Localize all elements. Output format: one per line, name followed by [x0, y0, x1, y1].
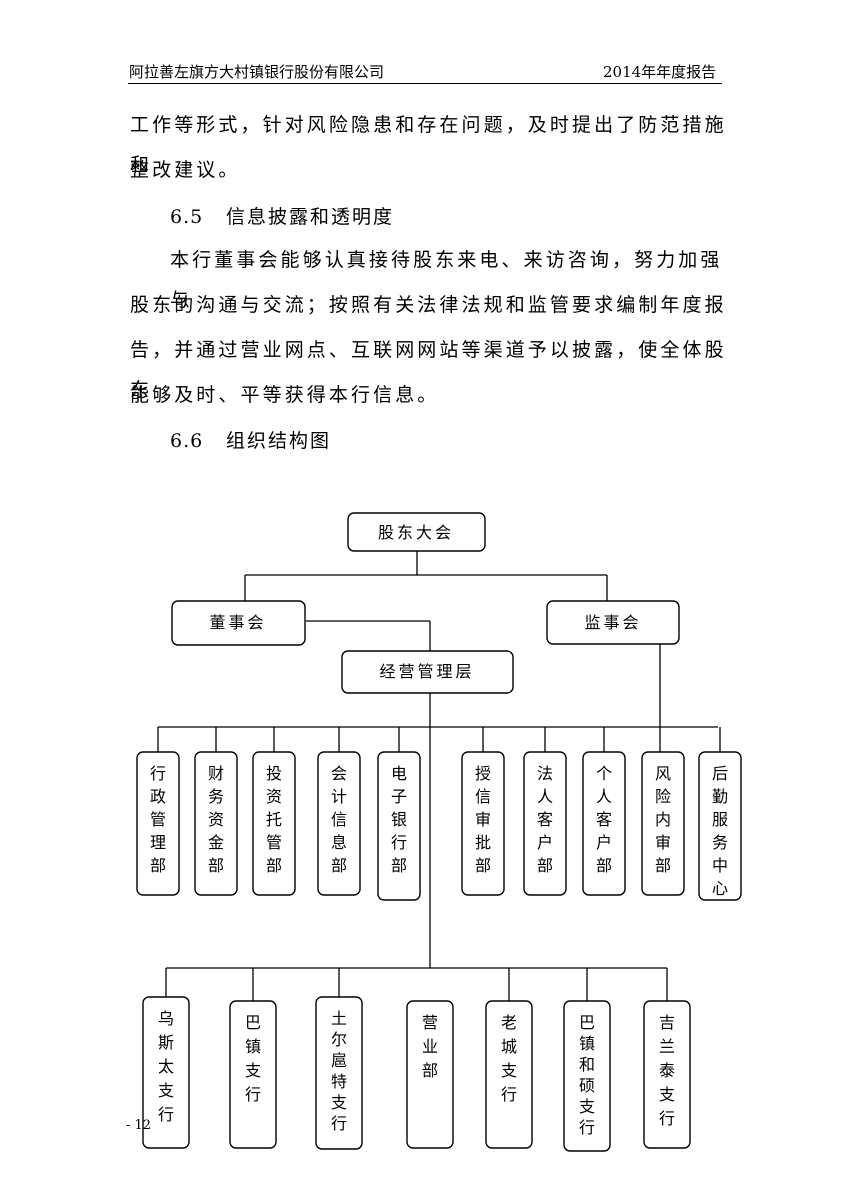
- org-node-shareholders: 股东大会: [347, 512, 486, 552]
- org-node-frame: [582, 751, 626, 896]
- section-title: 信息披露和透明度: [226, 206, 395, 228]
- org-node-label: 老城支行: [501, 1013, 517, 1104]
- org-node-frame: [252, 751, 296, 896]
- org-node-label: 授信审批部: [475, 764, 491, 875]
- org-node-label: 法人客户部: [537, 764, 553, 875]
- org-node-management: 经营管理层: [341, 650, 514, 694]
- org-departments-row: 行政管理部 财务资金部 投资托管部 会计信息部 电子银行部 授信审批部 法人客户部 个人客户部…: [136, 727, 742, 901]
- paragraph-2-line-3: 告，并通过营业网点、互联网网站等渠道予以披露，使全体股东: [130, 339, 727, 401]
- org-node-label: 会计信息部: [331, 764, 347, 875]
- paragraph-1-line-2: 整改建议。: [130, 159, 241, 181]
- header-company-name: 阿拉善左旗方大村镇银行股份有限公司: [129, 63, 385, 81]
- org-branch-5: 老城支行: [485, 968, 533, 1149]
- org-node-frame: [406, 1000, 454, 1149]
- page-number: - 12: [126, 1118, 152, 1133]
- org-node-frame: [641, 751, 685, 896]
- org-branch-6: 巴镇和硕支行: [563, 968, 611, 1152]
- org-branches-row: 乌斯太支行 巴镇支行 土尔扈特支行 营业部 老城支行 巴镇和硕支行 吉兰泰支行: [142, 968, 691, 1152]
- paragraph-1-line-1: 工作等形式，针对风险隐患和存在问题，及时提出了防范措施和: [130, 114, 727, 176]
- section-title: 组织结构图: [226, 430, 332, 452]
- org-node-label: 董事会: [209, 613, 266, 632]
- section-6-6-heading: 6.6 组织结构图: [170, 426, 331, 453]
- org-node-frame: [229, 1000, 277, 1149]
- org-node-label: 股东大会: [378, 523, 454, 542]
- header-divider: [128, 83, 722, 84]
- org-node-label: 投资托管部: [266, 764, 282, 875]
- org-node-label: 吉兰泰支行: [659, 1013, 675, 1128]
- org-node-frame: [461, 751, 505, 896]
- org-department-8: 个人客户部: [582, 727, 626, 896]
- paragraph-2-line-2: 股东的沟通与交流；按照有关法律法规和监管要求编制年度报: [130, 294, 727, 316]
- org-node-frame: [142, 996, 190, 1149]
- org-node-label: 土尔扈特支行: [331, 1009, 347, 1133]
- org-node-label: 电子银行部: [391, 764, 407, 875]
- org-node-label: 个人客户部: [596, 764, 612, 875]
- org-node-label: 经营管理层: [379, 662, 474, 681]
- org-node-frame: [377, 751, 421, 901]
- org-branch-1: 乌斯太支行: [142, 968, 190, 1149]
- paragraph-2-line-1: 本行董事会能够认真接待股东来电、来访咨询，努力加强与: [170, 249, 723, 311]
- org-node-supervisors: 监事会: [546, 600, 680, 645]
- org-node-frame: [317, 751, 361, 896]
- org-node-label: 监事会: [584, 613, 641, 632]
- org-node-label: 财务资金部: [208, 764, 224, 875]
- org-node-frame: [315, 996, 363, 1150]
- org-department-2: 财务资金部: [194, 727, 238, 896]
- org-node-label: 巴镇和硕支行: [579, 1013, 595, 1137]
- org-node-label: 后勤服务中心: [712, 764, 728, 898]
- org-node-frame: [136, 751, 180, 896]
- section-6-5-heading: 6.5 信息披露和透明度: [170, 202, 394, 229]
- org-department-4: 会计信息部: [317, 727, 361, 896]
- org-node-frame: [698, 751, 742, 901]
- org-node-label: 风险内审部: [655, 764, 671, 875]
- org-node-frame: [485, 1000, 533, 1149]
- org-branch-3: 土尔扈特支行: [315, 968, 363, 1150]
- org-department-5: 电子银行部: [377, 727, 421, 901]
- org-node-label: 乌斯太支行: [158, 1009, 174, 1124]
- section-number: 6.6: [170, 430, 204, 452]
- header-report-title: 2014年年度报告: [603, 63, 717, 81]
- org-department-10: 后勤服务中心: [698, 727, 742, 901]
- org-node-board: 董事会: [171, 600, 306, 646]
- org-department-3: 投资托管部: [252, 727, 296, 896]
- org-node-frame: [563, 1000, 611, 1152]
- paragraph-2-line-4: 能够及时、平等获得本行信息。: [130, 384, 440, 406]
- org-node-frame: [643, 1000, 691, 1149]
- org-department-9: 风险内审部: [641, 751, 685, 896]
- org-connectors: [158, 551, 718, 969]
- org-node-label: 行政管理部: [150, 764, 166, 875]
- org-node-label: 巴镇支行: [245, 1013, 261, 1104]
- org-department-1: 行政管理部: [136, 727, 180, 896]
- org-node-frame: [194, 751, 238, 896]
- org-branch-4: 营业部: [406, 1000, 454, 1149]
- org-branch-2: 巴镇支行: [229, 968, 277, 1149]
- org-node-label: 营业部: [422, 1013, 438, 1080]
- org-branch-7: 吉兰泰支行: [643, 968, 691, 1149]
- org-node-frame: [523, 751, 567, 896]
- org-department-7: 法人客户部: [523, 727, 567, 896]
- section-number: 6.5: [170, 206, 204, 228]
- org-department-6: 授信审批部: [461, 727, 505, 896]
